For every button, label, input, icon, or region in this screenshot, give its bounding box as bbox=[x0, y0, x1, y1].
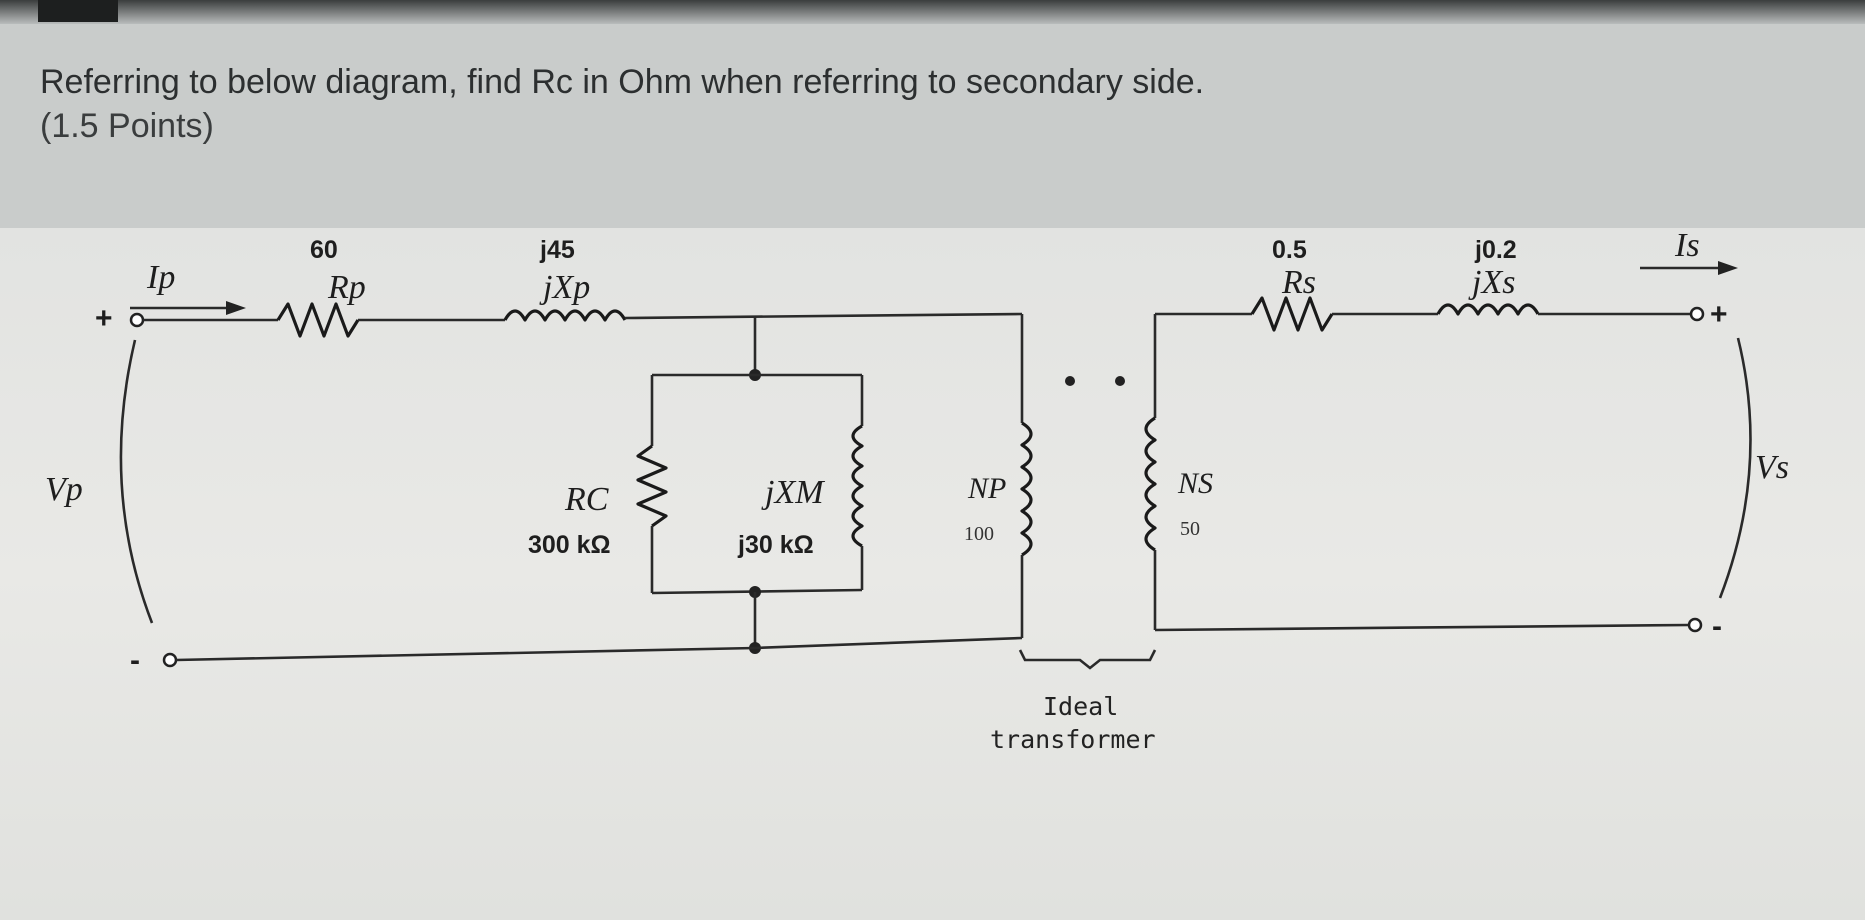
inductor-xs bbox=[1436, 303, 1540, 316]
rc-symbol: RC bbox=[564, 481, 609, 518]
wire-primary-top-right bbox=[624, 312, 1023, 320]
resistor-rc bbox=[636, 444, 668, 528]
ns-symbol: NS bbox=[1177, 467, 1213, 500]
is-label: Is bbox=[1674, 228, 1700, 264]
resistor-rp bbox=[276, 302, 360, 338]
vp-label: Vp bbox=[45, 471, 83, 508]
wire-primary-bottom-left bbox=[175, 646, 756, 662]
xm-symbol: jXM bbox=[761, 474, 825, 511]
is-arrow-head bbox=[1718, 261, 1738, 275]
question-text: Referring to below diagram, find Rc in O… bbox=[40, 63, 1205, 101]
terminal-primary-plus bbox=[129, 312, 145, 328]
question-block: Referring to below diagram, find Rc in O… bbox=[40, 60, 1740, 148]
rs-value: 0.5 bbox=[1272, 236, 1307, 264]
vp-bracket bbox=[119, 339, 154, 624]
np-symbol: NP bbox=[967, 472, 1006, 505]
np-value: 100 bbox=[964, 523, 994, 545]
polarity-primary-plus: + bbox=[95, 302, 113, 335]
resistor-rs bbox=[1250, 296, 1334, 332]
xs-value: j0.2 bbox=[1474, 236, 1517, 264]
top-bar bbox=[0, 0, 1865, 24]
rs-symbol: Rs bbox=[1281, 264, 1316, 301]
rp-symbol: Rp bbox=[327, 269, 366, 306]
vs-bracket bbox=[1718, 337, 1752, 599]
ip-label: Ip bbox=[146, 259, 175, 296]
xs-symbol: jXs bbox=[1468, 264, 1515, 301]
caption-transformer: transformer bbox=[990, 725, 1156, 754]
xm-value: j30 kΩ bbox=[737, 531, 814, 559]
circuit-diagram: Ip 60 Rp j45 jXp RC 300 kΩ jXM j30 kΩ bbox=[45, 228, 1789, 754]
terminal-secondary-minus bbox=[1687, 617, 1703, 633]
ip-arrow-head bbox=[226, 301, 246, 315]
ideal-transformer-brace bbox=[1018, 649, 1157, 670]
inductor-xm bbox=[851, 424, 864, 548]
vs-label: Vs bbox=[1755, 449, 1789, 486]
inductor-xp bbox=[503, 309, 627, 322]
caption-ideal: Ideal bbox=[1043, 692, 1118, 721]
coil-np bbox=[1020, 421, 1033, 557]
dot-primary bbox=[1065, 376, 1075, 386]
ns-value: 50 bbox=[1180, 518, 1200, 540]
terminal-primary-minus bbox=[162, 652, 178, 668]
polarity-secondary-plus: + bbox=[1710, 298, 1728, 331]
polarity-primary-minus: - bbox=[130, 644, 140, 677]
wire-secondary-bottom bbox=[1154, 623, 1690, 632]
top-tab bbox=[38, 0, 118, 22]
question-points: (1.5 Points) bbox=[40, 107, 214, 145]
dot-secondary bbox=[1115, 376, 1125, 386]
wire-primary-bottom-right bbox=[754, 636, 1023, 650]
rc-value: 300 kΩ bbox=[528, 531, 611, 559]
xp-symbol: jXp bbox=[539, 269, 590, 306]
xp-value: j45 bbox=[539, 236, 575, 264]
circuit-diagram-panel: Ip 60 Rp j45 jXp RC 300 kΩ jXM j30 kΩ bbox=[0, 228, 1865, 920]
rp-value: 60 bbox=[310, 236, 338, 264]
coil-ns bbox=[1144, 416, 1157, 552]
terminal-secondary-plus bbox=[1689, 306, 1705, 322]
polarity-secondary-minus: - bbox=[1712, 610, 1722, 643]
